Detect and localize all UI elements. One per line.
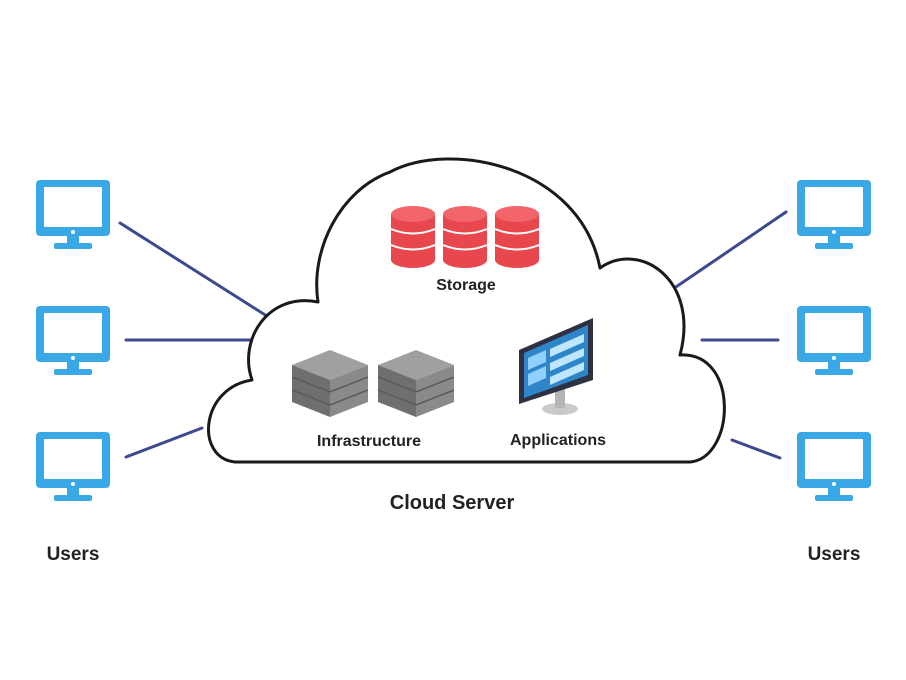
users-right bbox=[797, 180, 871, 501]
database-icon bbox=[390, 205, 436, 269]
storage-group bbox=[390, 205, 540, 269]
connector-right-bottom bbox=[730, 438, 782, 460]
database-icon bbox=[494, 205, 540, 269]
monitor-icon bbox=[36, 180, 110, 249]
monitor-icon bbox=[36, 306, 110, 375]
users-left bbox=[36, 180, 110, 501]
monitor-icon bbox=[36, 432, 110, 501]
monitor-icon bbox=[797, 180, 871, 249]
monitor-icon bbox=[797, 432, 871, 501]
storage-label: Storage bbox=[436, 277, 496, 294]
app-screen-icon bbox=[519, 318, 593, 415]
database-icon bbox=[442, 205, 488, 269]
cloud-title: Cloud Server bbox=[390, 492, 515, 514]
connector-left-top bbox=[118, 221, 272, 320]
cloud-outline bbox=[207, 157, 726, 464]
applications-label: Applications bbox=[510, 432, 606, 449]
infrastructure-label: Infrastructure bbox=[317, 433, 421, 450]
monitor-icon bbox=[797, 306, 871, 375]
connector-left-bottom bbox=[124, 426, 204, 459]
users-left-label: Users bbox=[47, 544, 100, 565]
users-right-label: Users bbox=[808, 544, 861, 565]
